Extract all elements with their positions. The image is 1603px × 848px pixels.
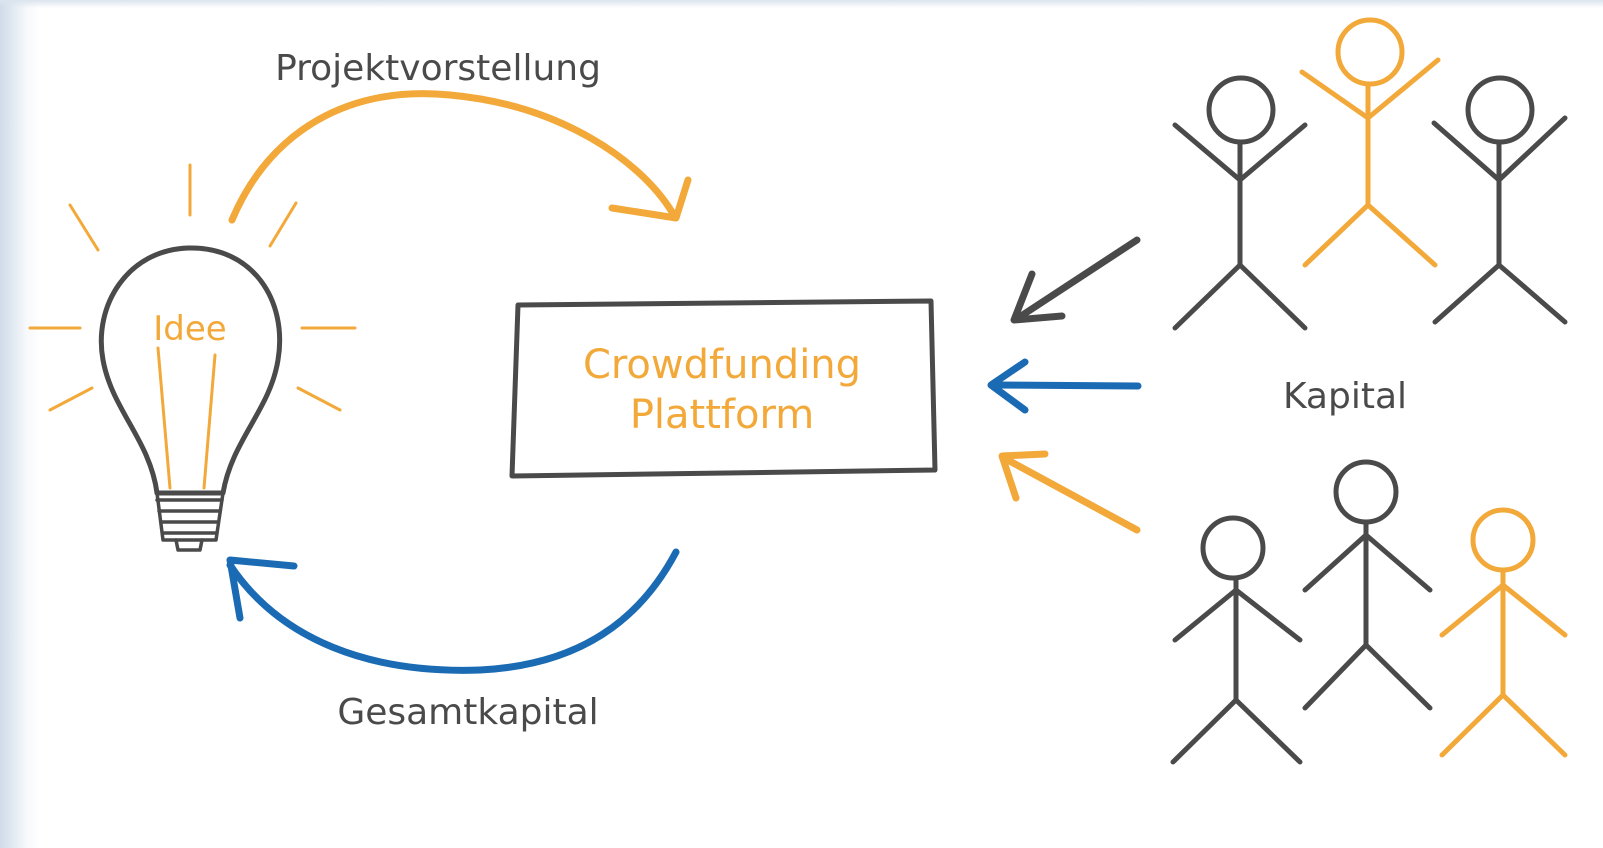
capital-arrow-orange <box>998 450 1141 534</box>
platform-label-line1: Crowdfunding <box>583 342 861 388</box>
total-capital-arrow <box>226 548 680 674</box>
project-presentation-label: Projektvorstellung <box>275 48 601 89</box>
stick-figure-icon <box>1439 507 1568 758</box>
capital-arrow-gray <box>1010 236 1141 324</box>
platform-label-line2: Plattform <box>630 392 814 438</box>
stick-figure-icon <box>1302 459 1433 711</box>
project-presentation-arrow <box>228 90 692 224</box>
stick-figure-icon <box>1170 515 1303 765</box>
total-capital-label: Gesamtkapital <box>337 692 598 733</box>
idea-label: Idee <box>153 309 226 349</box>
capital-arrow-blue <box>987 358 1142 414</box>
stick-figure-icon <box>1431 75 1568 325</box>
stick-figure-icon <box>1299 17 1441 268</box>
stick-figure-icon <box>1172 75 1308 331</box>
crowdfunding-platform-box <box>509 298 938 479</box>
top-edge-shade <box>0 0 1603 8</box>
capital-label: Kapital <box>1283 376 1407 417</box>
lightbulb-icon <box>28 163 357 552</box>
